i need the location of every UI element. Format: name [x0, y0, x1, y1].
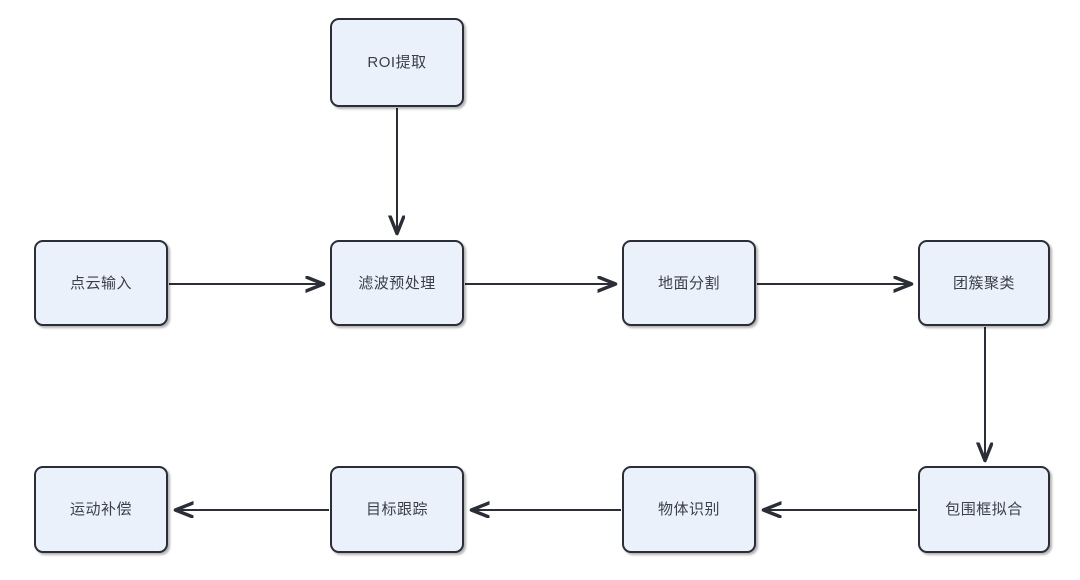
- node-target-tracking[interactable]: 目标跟踪: [330, 466, 464, 553]
- node-motion-compensation[interactable]: 运动补偿: [34, 466, 168, 553]
- node-label: 运动补偿: [69, 501, 132, 518]
- node-label: 包围框拟合: [945, 501, 1023, 518]
- node-filter-preprocess[interactable]: 滤波预处理: [330, 240, 464, 326]
- node-label: 目标跟踪: [365, 501, 428, 518]
- node-ground-segmentation[interactable]: 地面分割: [622, 240, 756, 326]
- node-label: 滤波预处理: [358, 274, 436, 292]
- node-label: ROI提取: [367, 54, 427, 71]
- node-label: 地面分割: [657, 274, 720, 292]
- node-roi[interactable]: ROI提取: [330, 18, 464, 107]
- node-label: 物体识别: [657, 501, 720, 518]
- node-cluster[interactable]: 团簇聚类: [918, 240, 1050, 326]
- node-label: 团簇聚类: [952, 274, 1015, 292]
- node-label: 点云输入: [69, 274, 132, 292]
- node-bounding-box-fitting[interactable]: 包围框拟合: [918, 466, 1050, 553]
- node-point-cloud-input[interactable]: 点云输入: [34, 240, 168, 326]
- node-object-recognition[interactable]: 物体识别: [622, 466, 756, 553]
